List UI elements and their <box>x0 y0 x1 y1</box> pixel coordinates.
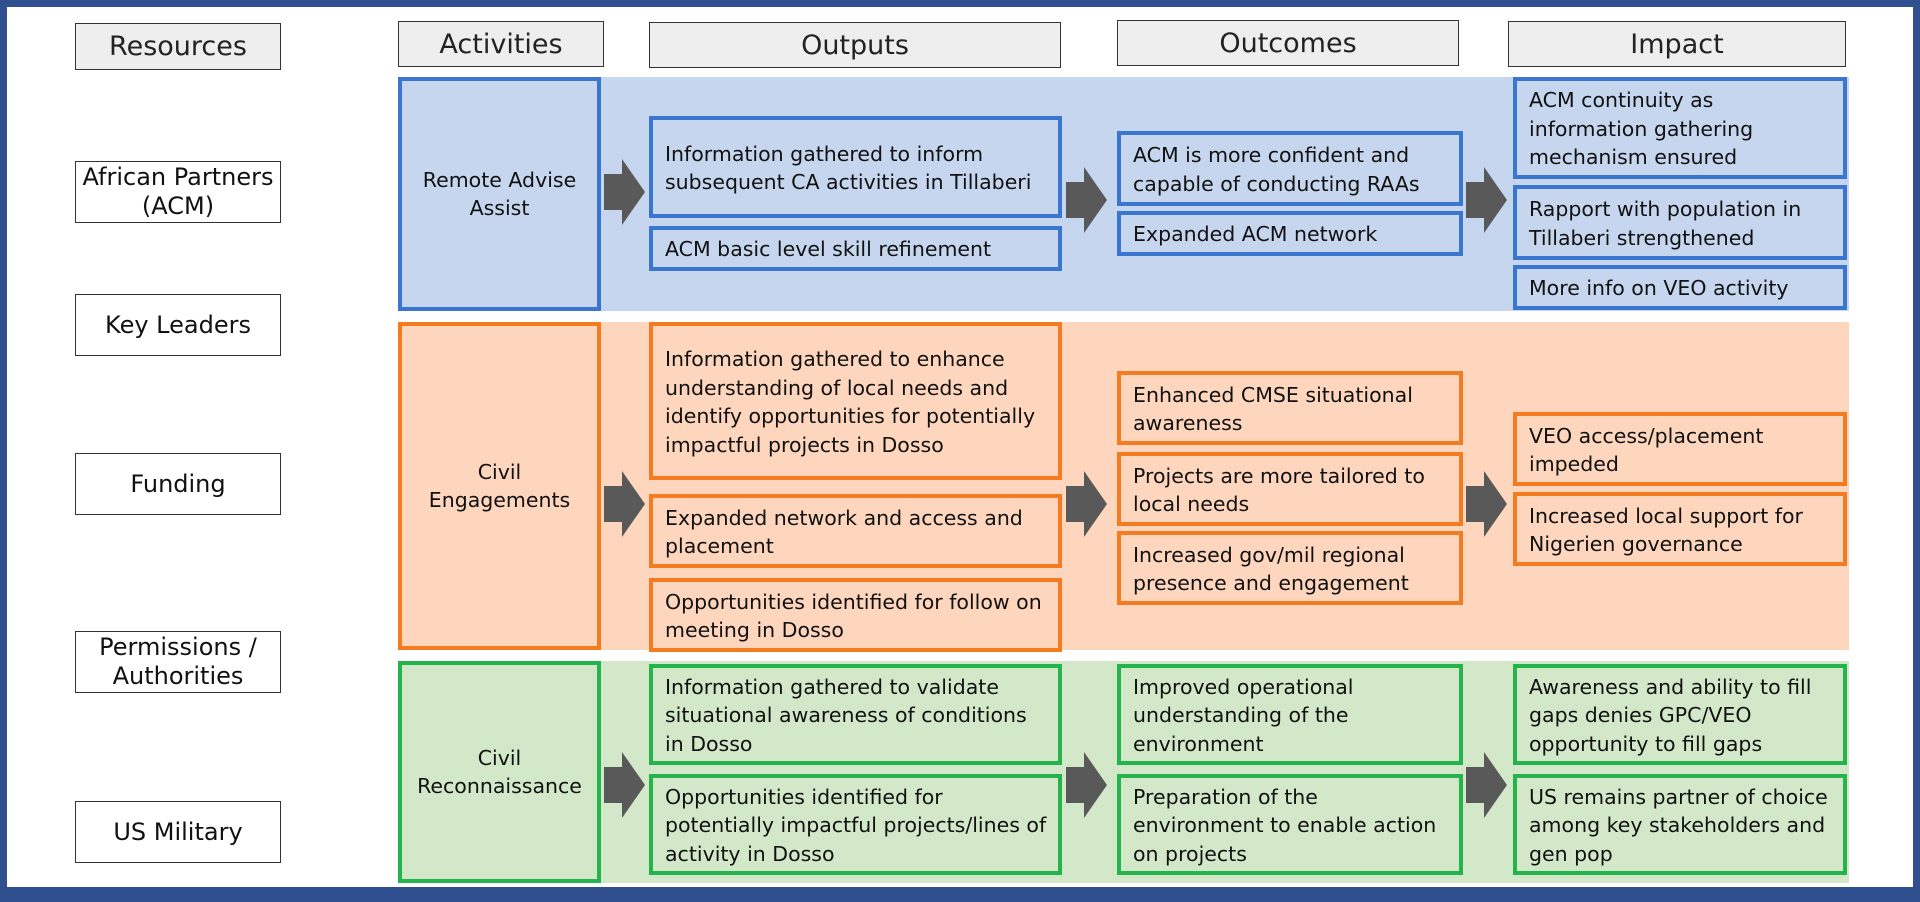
outcome-box: Increased gov/mil regional presence and … <box>1117 531 1463 605</box>
output-box: Opportunities identified for follow on m… <box>649 578 1062 652</box>
header-outcomes: Outcomes <box>1117 20 1459 66</box>
impact-box: More info on VEO activity <box>1513 265 1847 310</box>
output-box: Information gathered to inform subsequen… <box>649 116 1062 218</box>
resource-african-partners: African Partners (ACM) <box>75 161 281 223</box>
right-arrow-icon <box>1466 752 1507 818</box>
impact-box: US remains partner of choice among key s… <box>1513 774 1847 875</box>
output-box: ACM basic level skill refinement <box>649 226 1062 271</box>
header-activities: Activities <box>398 21 604 67</box>
right-arrow-icon <box>604 159 645 225</box>
header-outputs: Outputs <box>649 22 1061 68</box>
activity-remote-advise-assist: Remote Advise Assist <box>398 77 601 311</box>
right-arrow-icon <box>1066 752 1107 818</box>
resource-key-leaders: Key Leaders <box>75 294 281 356</box>
outcome-box: Projects are more tailored to local need… <box>1117 452 1463 526</box>
impact-box: Rapport with population in Tillaberi str… <box>1513 185 1847 260</box>
header-resources: Resources <box>75 23 281 70</box>
right-arrow-icon <box>1066 471 1107 537</box>
impact-box: Awareness and ability to fill gaps denie… <box>1513 664 1847 765</box>
resource-us-military: US Military <box>75 801 281 863</box>
outcome-box: Preparation of the environment to enable… <box>1117 774 1463 875</box>
output-box: Information gathered to enhance understa… <box>649 322 1062 480</box>
outcome-box: Expanded ACM network <box>1117 211 1463 256</box>
resource-permissions: Permissions / Authorities <box>75 631 281 693</box>
activity-civil-reconnaissance: Civil Reconnaissance <box>398 661 601 883</box>
right-arrow-icon <box>1466 167 1507 233</box>
impact-box: ACM continuity as information gathering … <box>1513 77 1847 179</box>
output-box: Information gathered to validate situati… <box>649 664 1062 765</box>
header-impact: Impact <box>1508 21 1846 67</box>
output-box: Expanded network and access and placemen… <box>649 494 1062 568</box>
right-arrow-icon <box>604 752 645 818</box>
logic-model-slide: Resources Activities Outputs Outcomes Im… <box>7 7 1913 887</box>
right-arrow-icon <box>604 471 645 537</box>
right-arrow-icon <box>1066 167 1107 233</box>
outcome-box: ACM is more confident and capable of con… <box>1117 131 1463 206</box>
impact-box: Increased local support for Nigerien gov… <box>1513 492 1847 566</box>
activity-civil-engagements: Civil Engagements <box>398 322 601 650</box>
impact-box: VEO access/placement impeded <box>1513 412 1847 486</box>
outcome-box: Improved operational understanding of th… <box>1117 664 1463 765</box>
right-arrow-icon <box>1466 471 1507 537</box>
resource-funding: Funding <box>75 453 281 515</box>
output-box: Opportunities identified for potentially… <box>649 774 1062 875</box>
outcome-box: Enhanced CMSE situational awareness <box>1117 371 1463 445</box>
